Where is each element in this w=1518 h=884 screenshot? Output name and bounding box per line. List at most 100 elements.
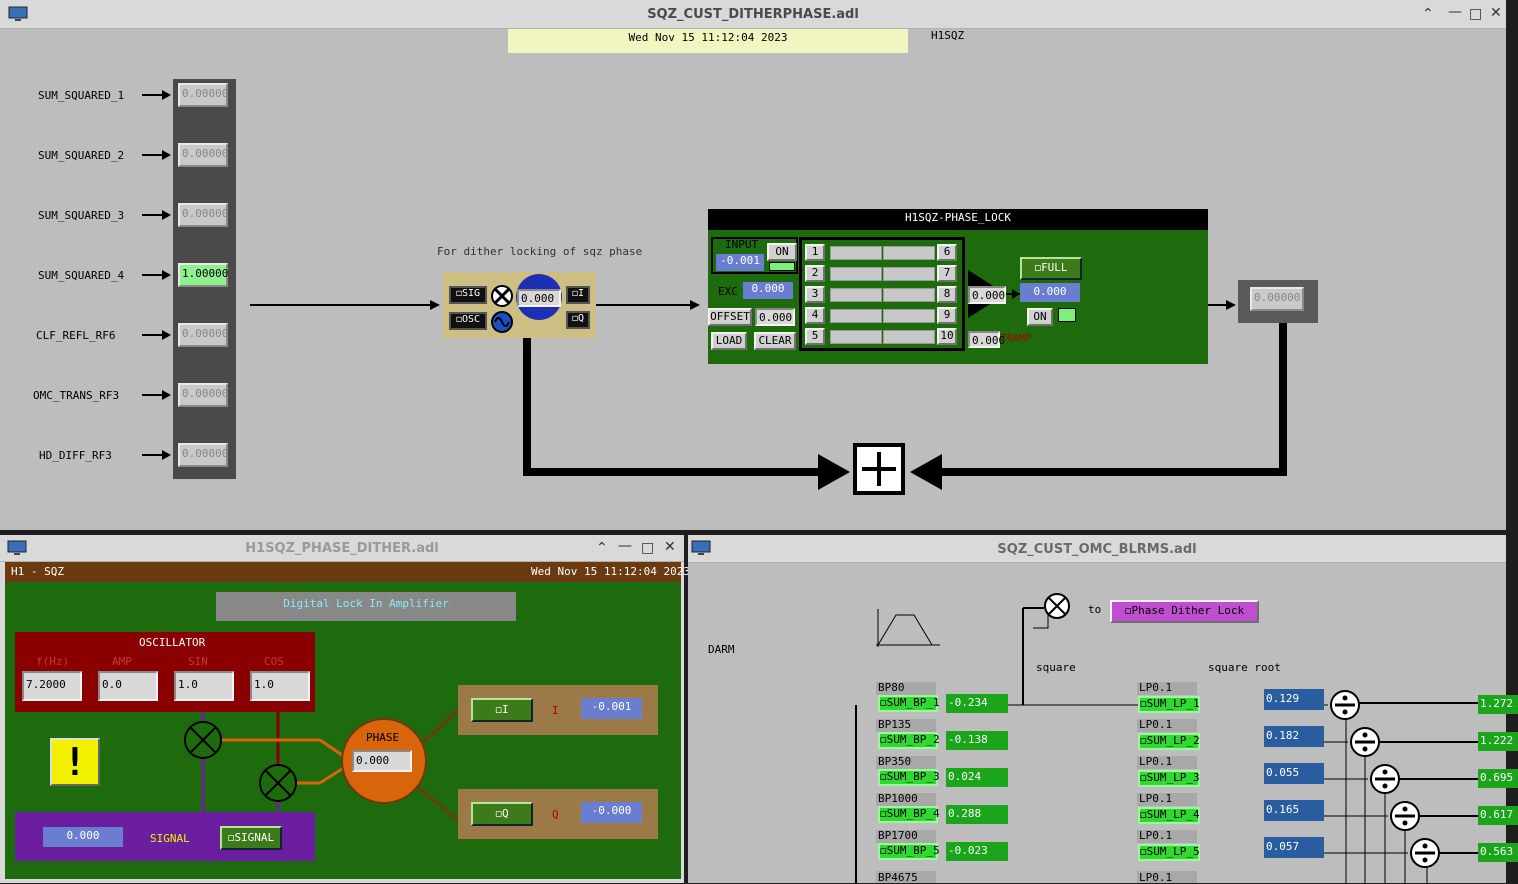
lp-button[interactable]: ◻SUM_LP_4 [1138,807,1200,824]
lp-label-bg [1137,682,1197,695]
header-timestamp: Wed Nov 15 11:12:04 2023 [531,565,690,578]
close-icon[interactable]: ✕ [1490,5,1502,21]
minimize-icon[interactable]: — [618,538,632,554]
channel-label: SUM_SQUARED_3 [38,209,125,222]
fm-button[interactable]: 7 [937,265,957,282]
osc-col-field[interactable]: 1.0 [250,671,310,701]
fm-button[interactable]: 9 [937,307,957,324]
fm-slot[interactable] [883,330,935,344]
fm-slot[interactable] [830,267,882,281]
fm-slot[interactable] [830,288,882,302]
maximize-icon[interactable]: □ [641,540,655,556]
lp-value: 0.055 [1264,763,1324,784]
lp-label-bg [1137,830,1197,843]
signal-button[interactable]: ◻SIGNAL [220,826,282,850]
bp-label: BP80 [878,681,905,694]
channel-readout: 0.00000 [178,83,228,107]
fm-button[interactable]: 10 [937,328,957,345]
osc-col-field[interactable]: 0.0 [98,671,158,701]
fm-slot[interactable] [883,309,935,323]
fm-slot[interactable] [830,246,882,260]
q-output-button[interactable]: ◻Q [566,311,590,329]
i-button[interactable]: ◻I [471,698,533,722]
lp-label: LP0.1 [1139,829,1173,842]
bp-value: 0.288 [946,805,1008,824]
signal-wiring [250,300,1287,495]
phase-dither-window: H1SQZ_PHASE_DITHER.adl ⌃ — □ ✕ H1 - SQZ … [0,535,690,883]
bp-label-bg [876,756,936,769]
fm-button[interactable]: 4 [805,307,825,324]
window-titlebar[interactable]: H1SQZ_PHASE_DITHER.adl ⌃ — □ ✕ [0,535,684,562]
osc-col-field[interactable]: 1.0 [174,671,234,701]
offset-button[interactable]: OFFSET [708,308,752,326]
i-output-button[interactable]: ◻I [566,286,590,304]
bp-button[interactable]: ◻SUM_BP_2 [878,732,940,749]
input-value: -0.001 [716,254,764,271]
lp-button[interactable]: ◻SUM_LP_1 [1138,696,1200,713]
arrow-right-icon [142,150,171,160]
fm-slot[interactable] [883,246,935,260]
ifo-label: H1SQZ [931,29,965,42]
fm-button[interactable]: 5 [805,328,825,345]
bp-label-bg [876,830,936,843]
osc-col-field[interactable]: 7.2000 [22,671,82,701]
sig-button[interactable]: ◻SIG [449,286,487,304]
fm-button[interactable]: 1 [805,244,825,261]
arrow-right-icon [142,390,171,400]
bp-button[interactable]: ◻SUM_BP_3 [878,769,940,786]
load-button[interactable]: LOAD [711,332,747,350]
fm-button[interactable]: 2 [805,265,825,282]
lp-label: LP0.1 [1139,718,1173,731]
channel-readout: 1.00000 [178,263,228,287]
fm-slot[interactable] [830,309,882,323]
divide-icon [1370,764,1400,794]
bp-value: -0.023 [946,842,1008,861]
lp-button[interactable]: ◻SUM_LP_2 [1138,733,1200,750]
lockin-phase-field[interactable]: 0.000 [517,289,561,307]
window-titlebar[interactable]: SQZ_CUST_DITHERPHASE.adl ⌃ — □ ✕ [0,0,1506,29]
q-value: -0.000 [581,802,642,823]
fm-slot[interactable] [830,330,882,344]
output-on-button[interactable]: ON [1027,308,1053,326]
gain-field[interactable]: 0.000 [968,286,1006,304]
clear-button[interactable]: CLEAR [754,332,796,350]
mixer-i-icon [185,722,221,758]
fm-button[interactable]: 6 [937,244,957,261]
window-title: SQZ_CUST_OMC_BLRMS.adl [997,542,1197,557]
fm-slot[interactable] [883,288,935,302]
bp-button[interactable]: ◻SUM_BP_1 [878,695,940,712]
lp-button[interactable]: ◻SUM_LP_5 [1138,844,1200,861]
arrow-right-icon [142,210,171,220]
omc-blrms-window: SQZ_CUST_OMC_BLRMS.adl DARM to ◻Phase Di… [688,535,1518,884]
offset-field[interactable]: 0.000 [755,308,795,326]
full-button[interactable]: ◻FULL [1020,257,1082,280]
input-on-button[interactable]: ON [767,243,797,261]
maximize-icon[interactable]: □ [1469,6,1483,22]
channel-readout: 0.00000 [178,143,228,167]
phase-field[interactable]: 0.000 [352,750,412,772]
osc-col-label: SIN [188,655,208,668]
bp-label: BP135 [878,718,912,731]
phase-dither-lock-button[interactable]: ◻Phase Dither Lock [1110,600,1259,623]
fm-slot[interactable] [883,267,935,281]
i-value: -0.001 [581,698,642,719]
minimize-up-icon[interactable]: ⌃ [1422,6,1434,22]
bp-label-bg [876,719,936,732]
close-icon[interactable]: ✕ [664,539,676,555]
bp-button[interactable]: ◻SUM_BP_5 [878,843,940,860]
fm-button[interactable]: 8 [937,286,957,303]
bp-label-bg [876,793,936,806]
lp-button[interactable]: ◻SUM_LP_3 [1138,770,1200,787]
fm-button[interactable]: 3 [805,286,825,303]
minimize-up-icon[interactable]: ⌃ [596,540,608,556]
bp-button[interactable]: ◻SUM_BP_4 [878,806,940,823]
osc-button[interactable]: ◻OSC [449,312,487,330]
lp-value: 0.129 [1264,689,1324,710]
output-readout: 0.00000 [1250,287,1304,311]
minimize-icon[interactable]: — [1448,4,1462,20]
bandpass-icon [876,609,940,647]
q-button[interactable]: ◻Q [471,802,533,826]
monitor-icon [691,540,711,555]
tramp-field[interactable]: 0.000 [968,331,1005,348]
window-titlebar[interactable]: SQZ_CUST_OMC_BLRMS.adl [688,535,1506,563]
